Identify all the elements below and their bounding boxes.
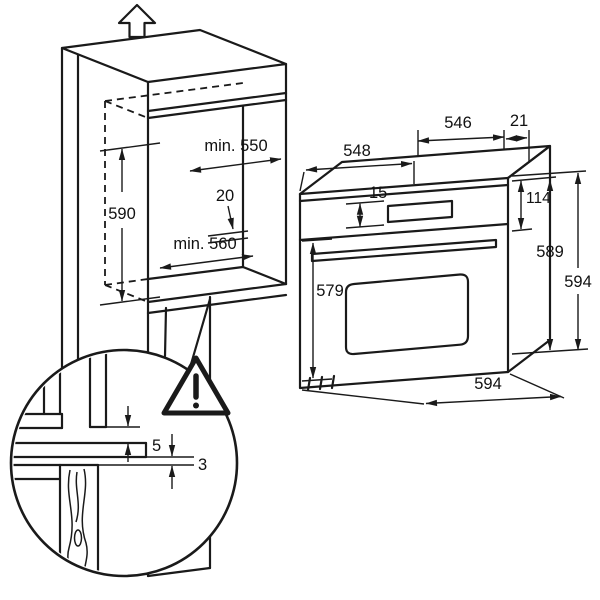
dim-oven-overhang-label: 21	[510, 112, 528, 130]
dim-oven-top-gap-label: 15	[369, 184, 387, 202]
dim-oven-depth: 548	[299, 142, 415, 192]
dim-niche-height: 590	[99, 142, 161, 306]
cabinet-bottom-edge	[146, 566, 212, 578]
dim-oven-width-label: 594	[474, 375, 502, 393]
dim-oven-front-height-label: 579	[316, 282, 344, 300]
dim-niche-width-label: min. 560	[173, 235, 236, 253]
niche-floor-lower-edge	[146, 293, 288, 315]
dim-detail-gap-top: 5	[106, 406, 161, 462]
niche-floor-right-edge	[241, 265, 288, 286]
dim-niche-depth-label: min. 550	[204, 137, 267, 155]
dim-oven-depth-top: 546	[417, 114, 530, 161]
oven	[298, 144, 552, 392]
dim-oven-depth-label: 548	[343, 142, 371, 160]
dim-oven-top-gap: 15	[345, 184, 387, 229]
dim-oven-width: 594	[301, 373, 565, 407]
dim-detail-gap-bottom: 3	[98, 434, 207, 489]
dim-panel-height: 114	[517, 180, 551, 230]
dim-niche-width: min. 560	[159, 235, 254, 270]
dim-rear-gap-label: 20	[216, 187, 234, 205]
oven-display	[386, 199, 454, 224]
oven-door-window	[344, 273, 470, 356]
dim-oven-total-height-label: 594	[564, 273, 592, 291]
dim-oven-depth-top-label: 546	[444, 114, 472, 132]
dim-oven-height: 589	[536, 179, 564, 351]
cabinet-housing	[60, 28, 288, 578]
dim-rear-gap: 20	[207, 187, 249, 244]
dim-niche-height-label: 590	[108, 205, 136, 223]
niche-opening-top-edge	[146, 98, 288, 120]
control-panel-bottom-line	[298, 222, 510, 242]
detail-shelf	[13, 441, 148, 459]
dim-oven-total-height: 594	[564, 172, 592, 351]
oven-top-trim-line	[298, 183, 510, 203]
up-arrow-icon	[117, 3, 157, 39]
detail-leader	[163, 297, 212, 373]
niche-top-rail-line	[146, 91, 288, 113]
dim-oven-overhang: 21	[505, 112, 528, 142]
dim-detail-gap-top-label: 5	[152, 437, 161, 455]
dim-oven-height-label: 589	[536, 243, 564, 261]
dim-panel-height-label: 114	[526, 190, 551, 207]
niche-floor-front-edge	[146, 282, 288, 304]
dim-niche-depth: min. 550	[189, 137, 282, 173]
dim-oven-front-height: 579	[301, 238, 344, 382]
oven-side-face	[506, 144, 552, 374]
detail-section: 5 3	[13, 352, 207, 574]
dim-detail-gap-bottom-label: 3	[198, 456, 207, 474]
warning-icon	[161, 355, 231, 416]
